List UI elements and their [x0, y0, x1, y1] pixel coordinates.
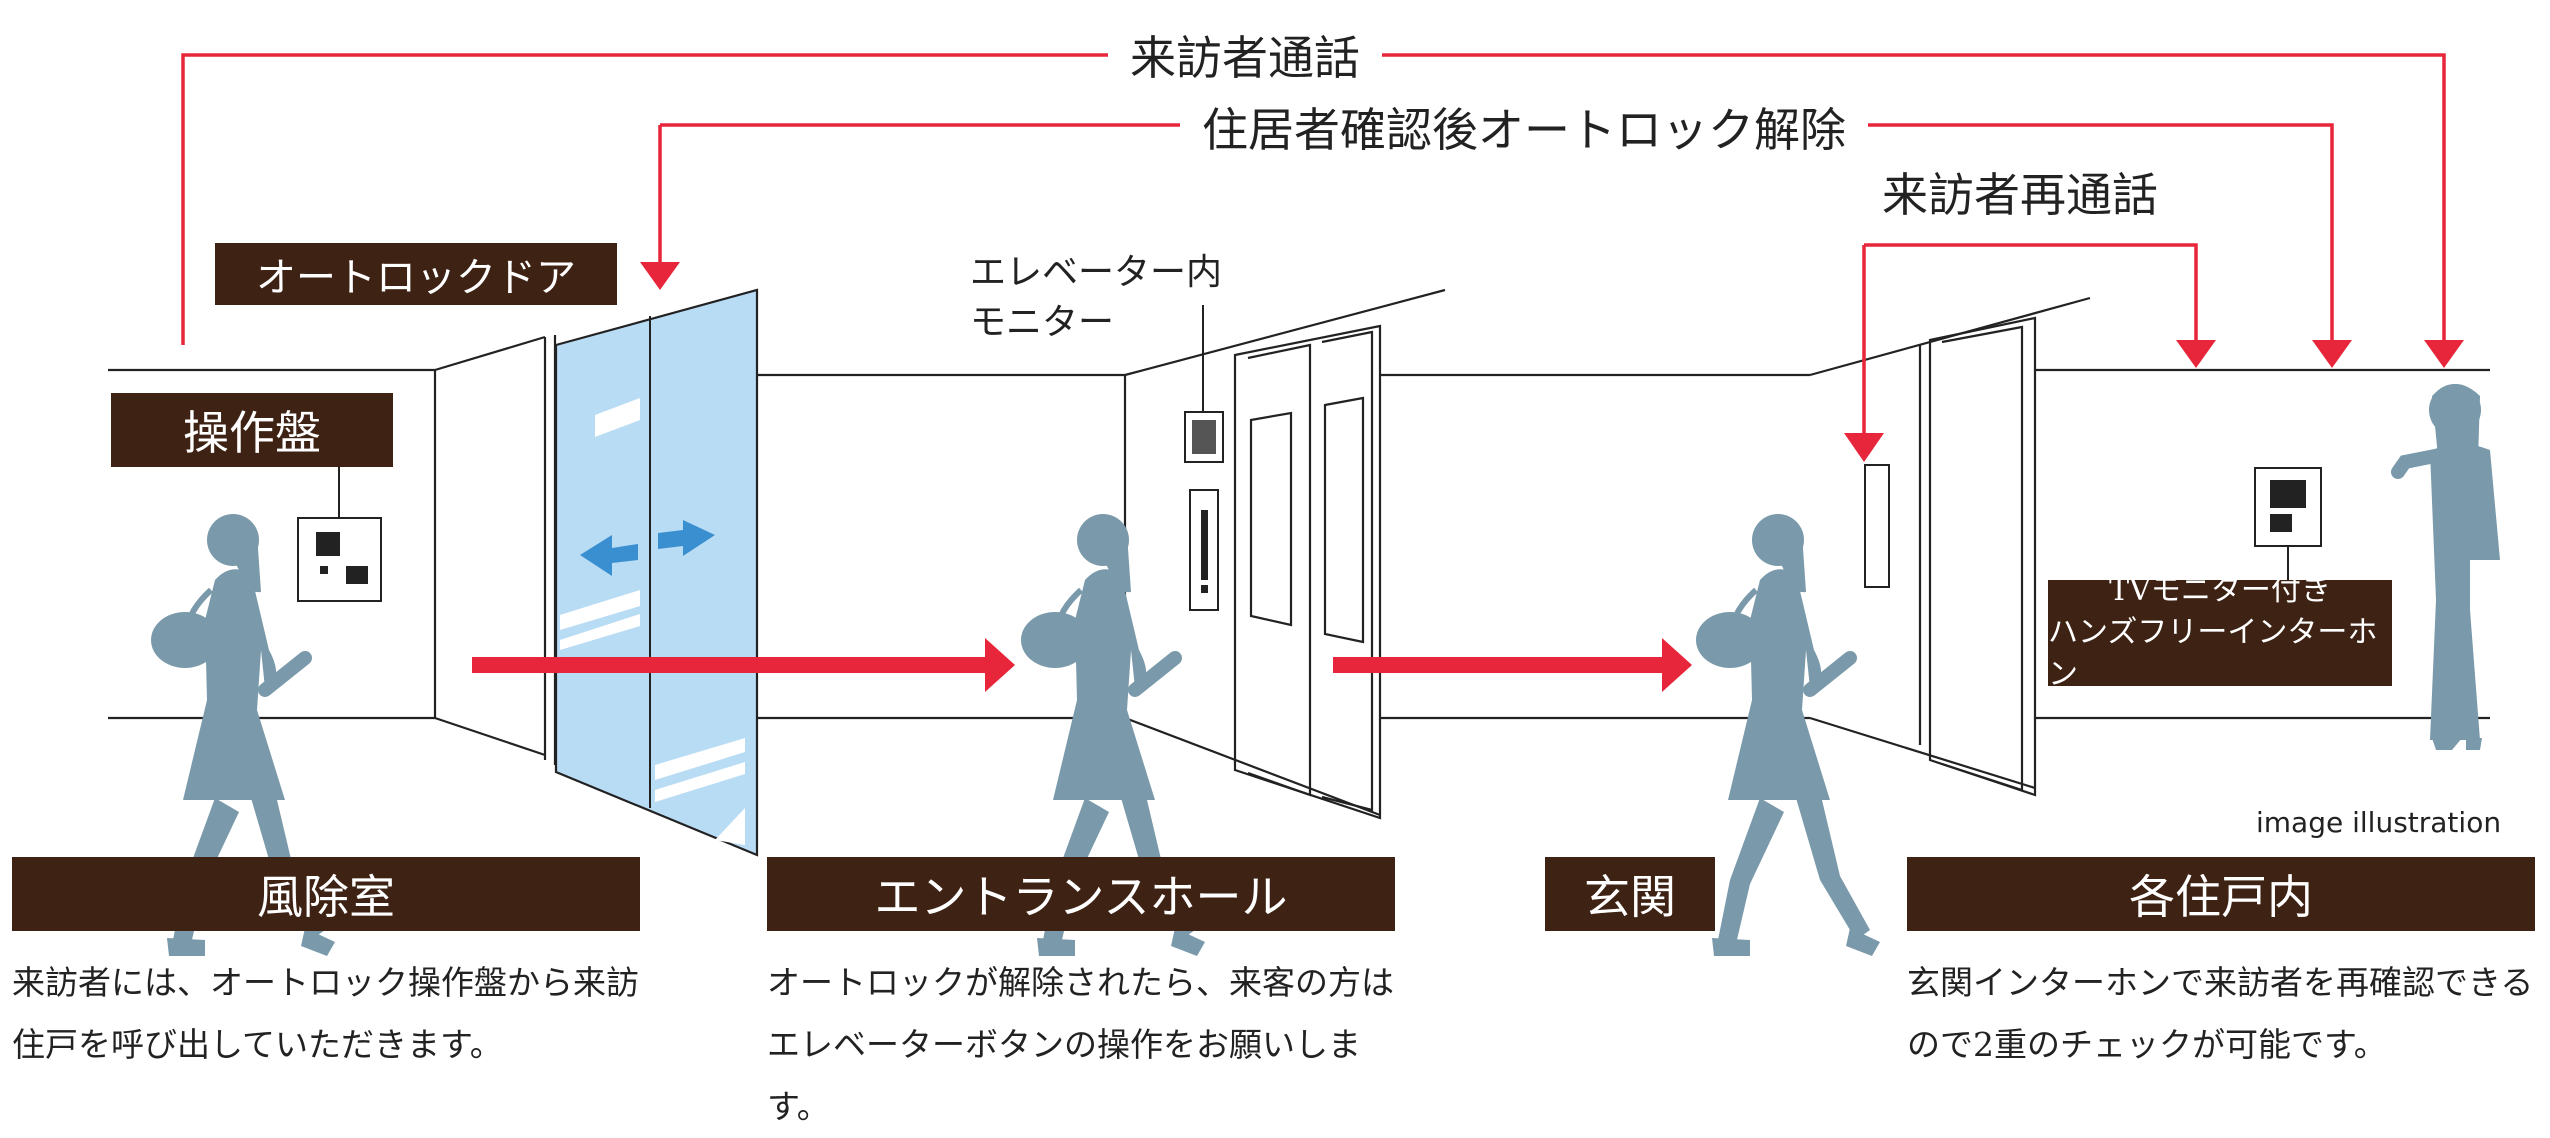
operation-panel	[297, 467, 382, 602]
autolock-glass-door	[554, 288, 759, 857]
control-panel-callout: 操作盤	[111, 393, 393, 467]
stage-title-vestibule: 風除室	[12, 857, 640, 931]
image-illustration-credit: image illustration	[2256, 806, 2502, 839]
tv-intercom-callout-line1: TVモニター付き	[2109, 573, 2331, 608]
unlock-after-confirm-label: 住居者確認後オートロック解除	[1180, 100, 1868, 160]
tv-intercom	[2254, 467, 2322, 580]
stage-title-front-door: 玄関	[1545, 857, 1715, 931]
elevator-monitor-callout-line2: モニター	[970, 302, 1115, 343]
stage-description-entrance-hall: オートロックが解除されたら、来客の方はエレベーターボタンの操作をお願いします。	[767, 963, 1394, 1126]
corridor-lines	[108, 288, 2490, 820]
visitor-figure-front-door	[1696, 514, 1880, 956]
stage-description-vestibule: 来訪者には、オートロック操作盤から来訪住戸を呼び出していただきます。	[12, 963, 639, 1064]
elevator-monitor-callout-line1: エレベーター内	[970, 252, 1223, 293]
stage-title-entrance-hall: エントランスホール	[767, 857, 1395, 931]
security-flow-illustration	[108, 53, 2500, 1080]
tv-intercom-callout-line2: ハンズフリーインターホン	[2048, 615, 2378, 692]
door-intercom	[1864, 464, 1890, 588]
stage-title-residence: 各住戸内	[1907, 857, 2535, 931]
tv-intercom-callout: TVモニター付き ハンズフリーインターホン	[2048, 573, 2392, 692]
stage-description-residence: 玄関インターホンで来訪者を再確認できるので2重のチェックが可能です。	[1907, 963, 2534, 1064]
autolock-door-callout: オートロックドア	[215, 243, 617, 305]
visitor-call-label: 来訪者通話	[1108, 28, 1382, 88]
slide-arrows-icon	[580, 520, 715, 576]
resident-figure	[2391, 384, 2500, 750]
elevator-monitor	[1184, 305, 1224, 611]
visitor-recall-label: 来訪者再通話	[1882, 168, 2158, 222]
